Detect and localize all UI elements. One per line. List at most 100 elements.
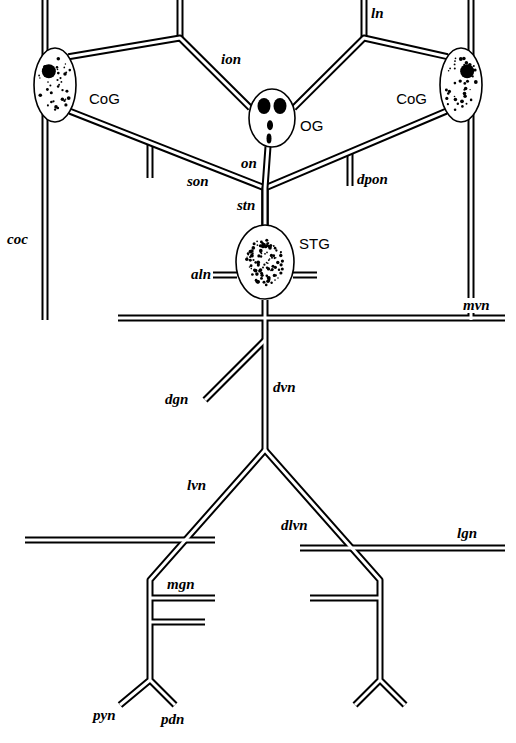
nerve-label: dvn [272, 380, 297, 395]
stipple-dot [50, 101, 53, 104]
ganglion-outline [248, 88, 296, 148]
stipple-dot [250, 249, 253, 252]
stipple-dot [466, 103, 468, 105]
stipple-dot [257, 280, 260, 283]
ganglion-name: CoG [396, 91, 427, 106]
stipple-dot [39, 77, 40, 78]
stipple-dot [273, 245, 275, 247]
nerve-outline [265, 147, 268, 225]
stipple-dot [57, 72, 60, 75]
nerve-label: pdn [160, 712, 185, 727]
stipple-dot [267, 245, 270, 248]
stipple-dot [457, 102, 459, 104]
nerve-outline [70, 111, 265, 225]
stipple-dot [267, 262, 269, 264]
nerve-core [25, 0, 505, 705]
stipple-dot [277, 277, 279, 279]
stipple-dot [260, 277, 263, 280]
stipple-dot [260, 255, 262, 257]
nerve-connector [294, 38, 448, 108]
stipple-dot [461, 105, 464, 108]
stipple-dot [447, 92, 450, 95]
stipple-dot [245, 258, 248, 261]
stipple-dot [454, 82, 457, 85]
nerve-label: son [186, 174, 210, 189]
stipple-dot [246, 256, 247, 257]
stipple-dot [266, 242, 269, 245]
stipple-dot [57, 57, 61, 61]
stipple-dot [66, 90, 69, 93]
stipple-dot [63, 67, 65, 69]
stipple-dot [38, 93, 42, 97]
stipple-dot [260, 246, 262, 248]
ganglion-shape [34, 48, 76, 122]
stipple-dot [469, 89, 470, 90]
stipple-dot [276, 261, 279, 264]
stipple-dot [247, 252, 249, 254]
stipple-dot [54, 108, 56, 110]
ganglion-outline [33, 47, 77, 123]
ganglion: STG [235, 224, 295, 300]
stipple-dot [275, 249, 277, 251]
neuron-soma [267, 133, 272, 143]
stipple-dot [260, 272, 263, 275]
stipple-dot [280, 251, 282, 253]
stipple-dot [47, 104, 49, 106]
stipple-dot [274, 257, 276, 259]
neuron-soma [258, 98, 271, 114]
nerve-label: dgn [164, 392, 189, 407]
stipple-dot [255, 272, 259, 276]
stipple-dot [275, 274, 277, 276]
neuron-soma [42, 64, 56, 78]
nerve-connector [70, 111, 265, 225]
stipple-dot [470, 99, 473, 102]
stipple-dot [56, 79, 58, 81]
stipple-dot [61, 89, 63, 91]
stipple-dot [258, 264, 259, 265]
stipple-dot [272, 254, 275, 257]
stipple-dot [256, 240, 258, 242]
stipple-dot [264, 253, 266, 255]
stipple-dot [57, 69, 59, 71]
stipple-dot [253, 242, 256, 245]
stipple-dot [250, 254, 254, 258]
stipple-dot [459, 79, 462, 82]
stipple-dot [466, 80, 469, 83]
stipple-dot [256, 281, 259, 284]
stipple-dot [257, 254, 260, 257]
stipple-dot [279, 254, 282, 257]
stipple-dot [63, 100, 65, 102]
stipple-dot [271, 268, 274, 271]
stipple-dot [474, 80, 478, 84]
nerve-label: pyn [92, 708, 117, 723]
stipple-dot [447, 103, 449, 105]
stipple-dot [259, 268, 263, 272]
stipple-dot [265, 284, 268, 287]
nerve-connector [69, 38, 251, 108]
stipple-dot [464, 87, 467, 90]
ganglion: CoG [33, 47, 77, 123]
ganglion: OG [248, 88, 296, 148]
nerve-label: aln [190, 267, 212, 282]
stipple-dot [463, 94, 467, 98]
stipple-dot [454, 60, 456, 62]
stipple-dot [454, 108, 457, 111]
stipple-dot [266, 252, 268, 254]
nerve-core [265, 147, 268, 225]
nerve-label: dpon [356, 172, 389, 187]
stipple-dot [257, 244, 259, 246]
nerve-label: dlvn [280, 518, 309, 533]
stipple-dot [266, 266, 269, 269]
stipple-dot [56, 66, 59, 69]
ganglion-name: OG [300, 118, 323, 133]
stipple-dot [265, 274, 268, 277]
stipple-dot [465, 61, 468, 64]
stipple-dot [268, 268, 269, 269]
stipple-dot [59, 77, 61, 79]
nerve-core [69, 38, 251, 108]
stipple-dot [454, 67, 456, 69]
nerve-label: lgn [456, 526, 478, 541]
stipple-dot [281, 267, 284, 270]
stipple-dot [254, 269, 258, 273]
